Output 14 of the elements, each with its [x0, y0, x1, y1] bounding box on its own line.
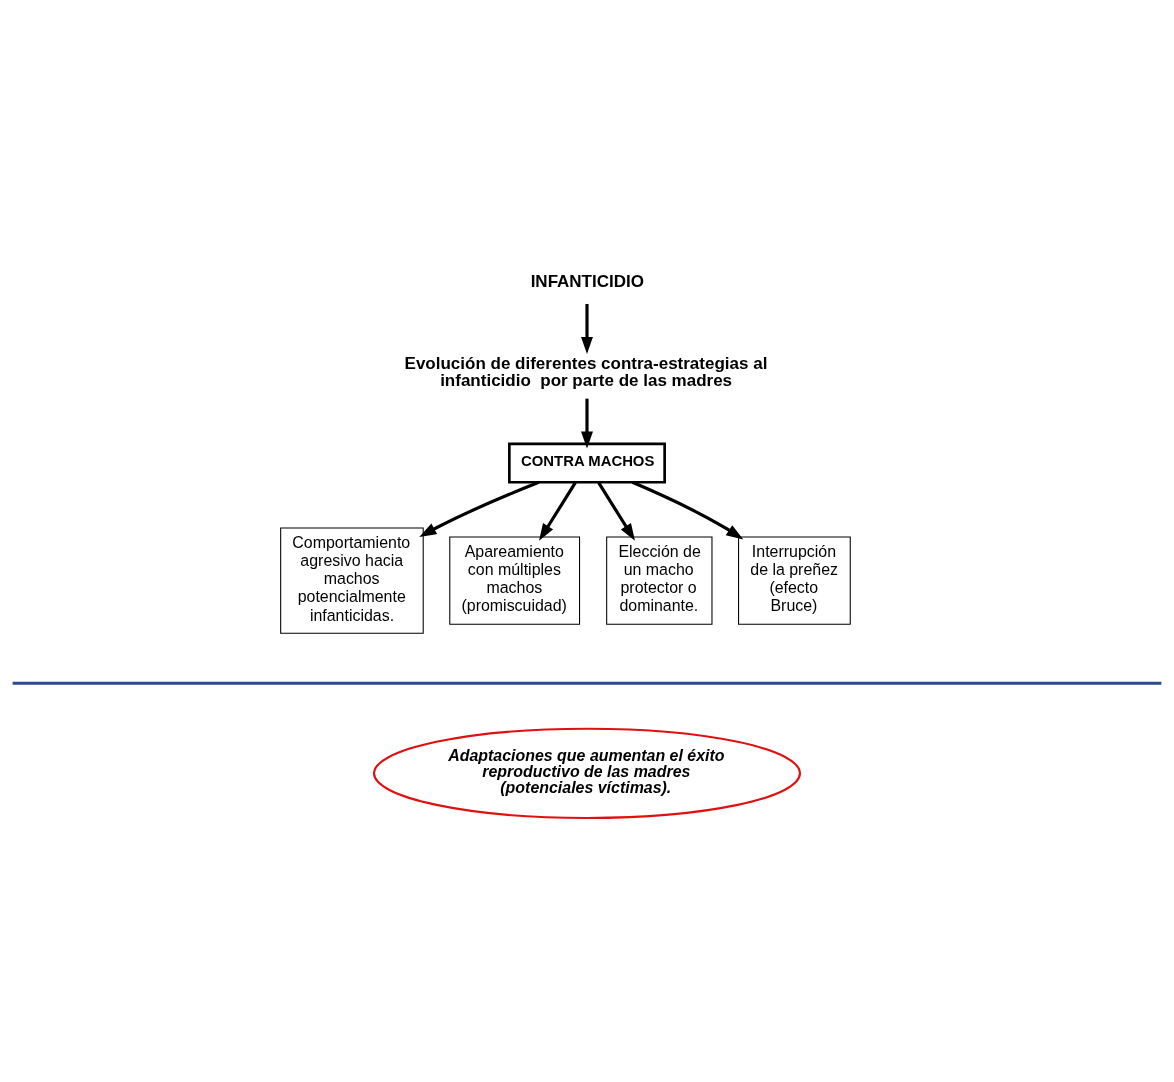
arrow — [539, 481, 577, 541]
arrow — [581, 398, 593, 449]
node-box: Interrupción de la preñez (efecto Bruce) — [738, 536, 851, 625]
node-text: Evolución de diferentes contra-estrategias al infanticidio por parte de las madres — [404, 353, 768, 390]
arrow — [581, 303, 593, 354]
arrow — [597, 481, 635, 541]
node-ellipse: Adaptaciones que aumentan el éxito reproductivo de las madres (potenciales víctimas). — [372, 727, 802, 819]
node-box: Apareamiento con múltiples machos (promiscuidad) — [449, 536, 581, 625]
node-box: Elección de un macho protector o dominante. — [606, 536, 713, 625]
arrow — [419, 480, 540, 537]
node-text: INFANTICIDIO — [530, 271, 644, 291]
node-box: CONTRA MACHOS — [508, 442, 666, 484]
arrow — [631, 480, 744, 539]
node-box: Comportamiento agresivo hacia machos potencialmente infanticidas. — [280, 526, 424, 634]
